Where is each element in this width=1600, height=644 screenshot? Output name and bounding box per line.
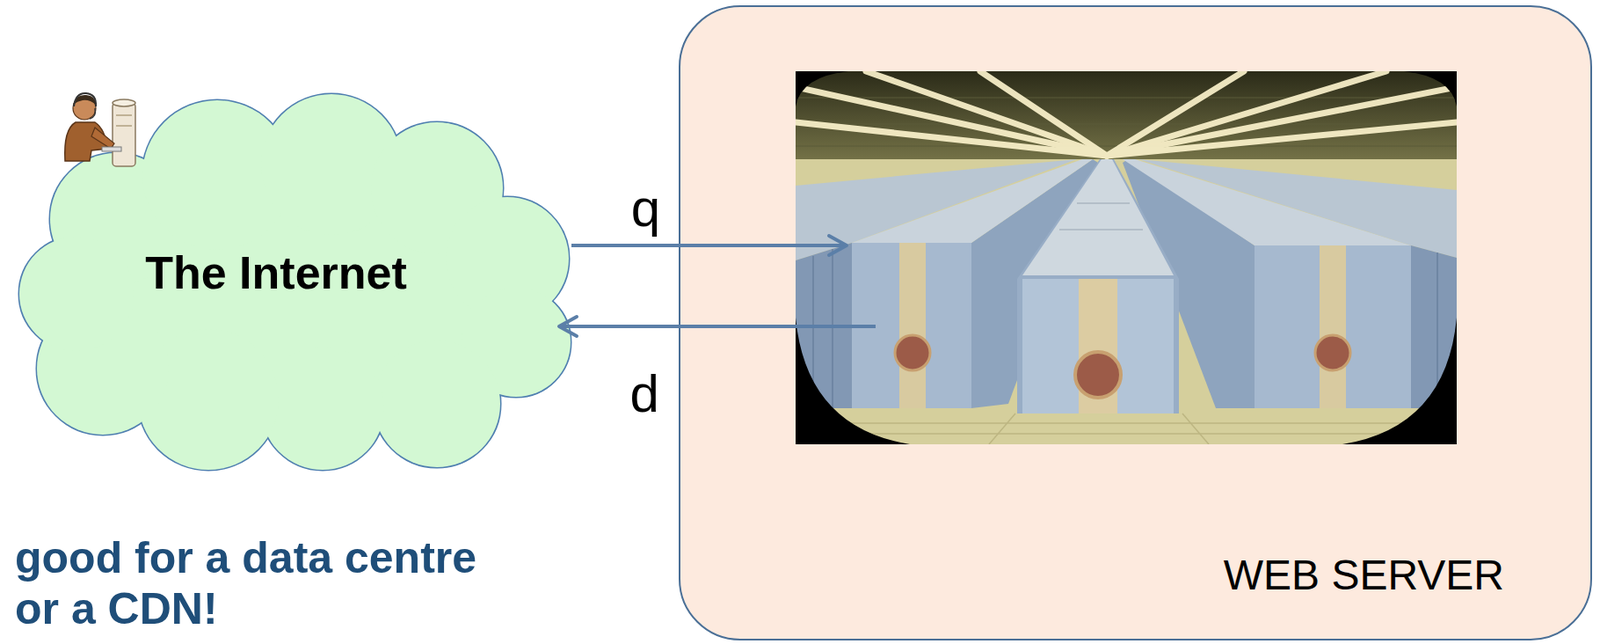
cloud-fill [19,94,571,470]
data-centre-photo [795,71,1457,444]
cloud-bump [373,340,501,467]
cloud-bump [261,346,385,470]
cloud-bump [373,340,501,467]
arrow-connector [559,324,876,328]
edge-label: q [627,181,664,235]
text-holder: The Internet [145,247,408,300]
cloud-bump [261,346,385,470]
internet-cloud: The Internet [10,87,587,475]
edge-label-holder: d [626,367,663,421]
note-text: good for a data centre or a CDN! [14,532,508,634]
node-label: WEB SERVER [1223,550,1505,599]
edge-label-holder: q [627,181,664,235]
note-holder: good for a data centre or a CDN! [14,532,508,634]
web-server-box: WEB SERVER [678,5,1593,640]
person-icon [65,93,136,167]
cloud-bump [19,236,134,351]
arrow-connector [571,243,847,248]
text-holder: WEB SERVER [1223,550,1505,599]
node-label: The Internet [145,247,408,300]
edge-label: d [626,367,663,421]
cloud-outline [19,94,571,470]
cloud-bump [19,236,134,351]
